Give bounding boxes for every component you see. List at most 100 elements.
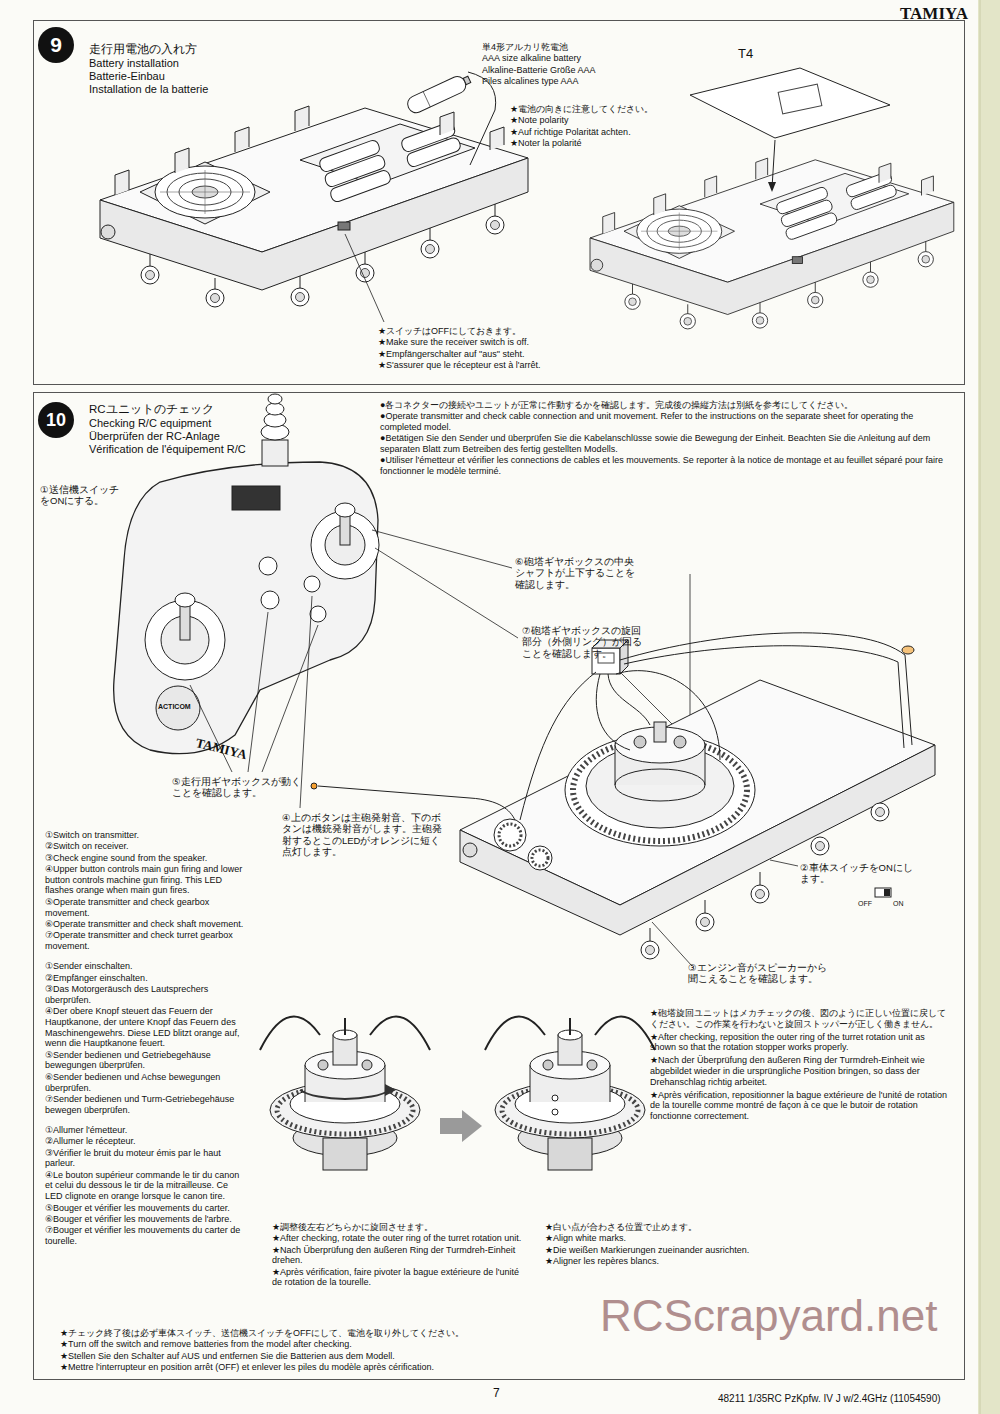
leader-line [690,574,691,728]
gearbox [528,846,552,870]
leader-line [300,596,312,808]
drawing-part [696,913,714,931]
step-number: 10 [46,410,66,431]
note: ★スイッチはOFFにしておきます。 [378,326,546,337]
step-instruction: ②Switch on receiver. [45,841,245,852]
wire [520,672,596,820]
step-instruction: ②Empfänger einschalten. [45,973,245,984]
leader-line [262,625,318,772]
wire [624,646,904,748]
note: ★電池の向きに注意してください。 [510,104,685,115]
drawing-part [871,803,889,821]
button [259,557,277,575]
arrowhead [768,182,776,192]
left-stick [145,600,225,680]
note: ★Après vérification, repositionner la ba… [650,1090,948,1122]
step-instruction: ⑤Bouger et vérifier les mouvements du ca… [45,1203,245,1214]
callout-text: ③エンジン音がスピーカーから聞こえることを確認します。 [688,962,828,985]
rotation-arrow [300,1090,390,1099]
note: ★Note polarity [510,115,685,126]
leader-line [770,860,798,866]
callout-text: ⑥砲塔ギヤボックスの中央シャフトが上下することを確認します。 [515,556,640,590]
transmitter-logo: TAMIYA [194,735,285,772]
note: ★After checking, rotate the outer ring o… [272,1233,522,1244]
note: ★Die weißen Markierungen zueinander ausr… [545,1245,800,1256]
note: ★Noter la polarité [510,138,685,149]
step-circle [38,27,74,63]
drawing-part [100,106,528,307]
leader-line [345,234,384,322]
step-instruction: ⑦Bouger et vérifier les mouvements du ca… [45,1225,245,1247]
step-instruction: ③Vérifier le bruit du moteur émis par le… [45,1148,245,1170]
part-name: Piles alcalines type AAA [482,76,642,87]
step-instruction: ①Allumer l'émetteur. [45,1125,245,1136]
logo-plate [232,486,280,510]
step-instruction: ●Operate transmitter and check cable con… [380,411,952,433]
scan-edge [978,0,1000,1414]
footer-code: 48211 1/35RC PzKpfw. IV J w/2.4GHz (1105… [718,1393,996,1405]
switch-icon [884,889,890,896]
right-stick [311,511,379,579]
step-instruction: ③Das Motorgeräusch des Lautsprechers übe… [45,984,245,1006]
drawing-part [650,928,651,942]
wire [596,674,630,750]
note: ★S'assurer que le récepteur est à l'arrê… [378,360,546,371]
turret-gearbox [674,736,686,748]
step-instruction: ④Le bouton supérieur commande le tir du … [45,1170,245,1202]
leader-line [652,922,692,966]
note: ★After checking, reposition the outer ri… [650,1032,948,1054]
drawing-part [405,74,468,116]
step-instruction: ⑥Sender bedienen und Achse bewegungen üb… [45,1072,245,1094]
scan-edge [980,0,981,1414]
note: ★Turn off the switch and remove batterie… [60,1339,580,1350]
step-title: Batterie-Einbau [89,70,208,83]
part-name: AAA size alkaline battery [482,53,642,64]
switch-label: ON [893,900,911,908]
watermark: RCScrapyard.net [600,1290,995,1343]
step-instruction: ⑦Sender bedienen und Turm-Getriebegehäus… [45,1094,245,1116]
aaa-battery [405,72,473,116]
antenna [268,394,282,404]
step-heading: RCユニットのチェックChecking R/C equipmentÜberprü… [89,403,246,456]
step-number: 10 [37,401,75,439]
part-number: T4 [738,46,768,62]
callout-text: ⑦砲塔ギヤボックスの旋回部分（外側リング）が回ることを確認します。 [522,625,647,659]
button [304,576,320,592]
step-instruction: ●各コネクターの接続やユニットが正常に作動するかを確認します。完成後の操縦方法は… [380,400,952,411]
note: ★Nach der Überprüfung den äußeren Ring d… [650,1055,948,1087]
gearbox [494,819,526,851]
sticker-text: ACTICOM [158,703,203,711]
turret-gearbox [615,769,705,801]
wire [616,671,720,760]
led [311,783,317,789]
step-instruction: ●Utiliser l'émetteur et vérifier les con… [380,455,952,477]
step-circle [38,402,74,438]
step-instruction: ①Switch on transmitter. [45,830,245,841]
note: ★Auf richtige Polarität achten. [510,127,685,138]
step-instruction: ④Upper button controls main gun firing a… [45,864,245,896]
white-mark [552,1109,558,1115]
step-instruction: ②Allumer le récepteur. [45,1136,245,1147]
step-number: 9 [50,33,62,57]
note: ★白い点が合わさる位置で止めます。 [545,1222,800,1233]
step-instruction: ⑦Operate transmitter and check turret ge… [45,930,245,952]
step-title: Vérification de l'équipement R/C [89,443,246,456]
wire [620,633,912,745]
drawing-part [260,1016,430,1170]
page-number: 7 [493,1386,513,1400]
drawing-part [641,941,659,959]
step-instruction: ⑤Operate transmitter and check gearbox m… [45,897,245,919]
button [310,606,326,622]
white-mark [552,1095,558,1101]
step-title: Checking R/C equipment [89,417,246,430]
switch-label: OFF [858,900,880,908]
drawing-part [751,885,769,903]
step-instruction: ④Der obere Knopf steuert das Feuern der … [45,1006,245,1049]
step-title: RCユニットのチェック [89,403,246,417]
callout-text: ①送信機スイッチをONにする。 [40,484,125,507]
note: ★砲塔旋回ユニットはメカチェックの後、図のように正しい位置に戻してください。この… [650,1008,948,1030]
button [261,591,279,609]
note: ★Nach Überprüfung den äußeren Ring der T… [272,1245,522,1267]
